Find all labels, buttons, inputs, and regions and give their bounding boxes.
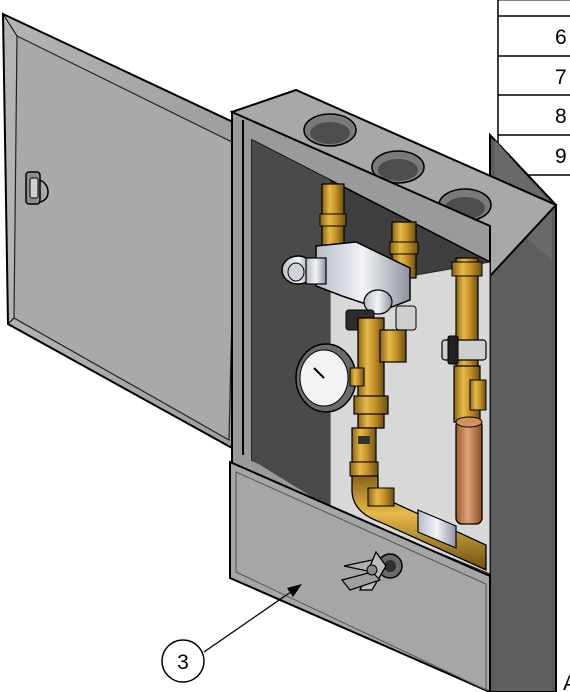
- cabinet-door: [1, 12, 252, 455]
- expansion-tank-icon: [455, 416, 483, 525]
- temperature-gauge-icon: [295, 343, 365, 413]
- pipe-opening-icon: [371, 150, 425, 184]
- leader-line: [203, 586, 299, 653]
- valve-assembly: [281, 183, 487, 572]
- callout-label: 3: [177, 651, 189, 674]
- shutoff-handle-icon: [340, 550, 403, 591]
- callout-balloon: [161, 639, 205, 683]
- callout-3: 3: [161, 584, 302, 683]
- pipe-opening-icon: [303, 113, 357, 147]
- union-fitting-icon: [417, 509, 457, 549]
- table-row-number: 6: [555, 26, 567, 49]
- door-latch-icon: [25, 171, 49, 205]
- corner-label: A: [563, 672, 570, 692]
- table-row-number: 8: [555, 105, 567, 128]
- table-row-number: 7: [555, 66, 567, 89]
- arrow-head-icon: [287, 584, 302, 597]
- parts-table: 6 7 8 9: [497, 0, 570, 176]
- bottom-access-panel: [229, 460, 491, 692]
- table-row-number: 9: [555, 145, 567, 168]
